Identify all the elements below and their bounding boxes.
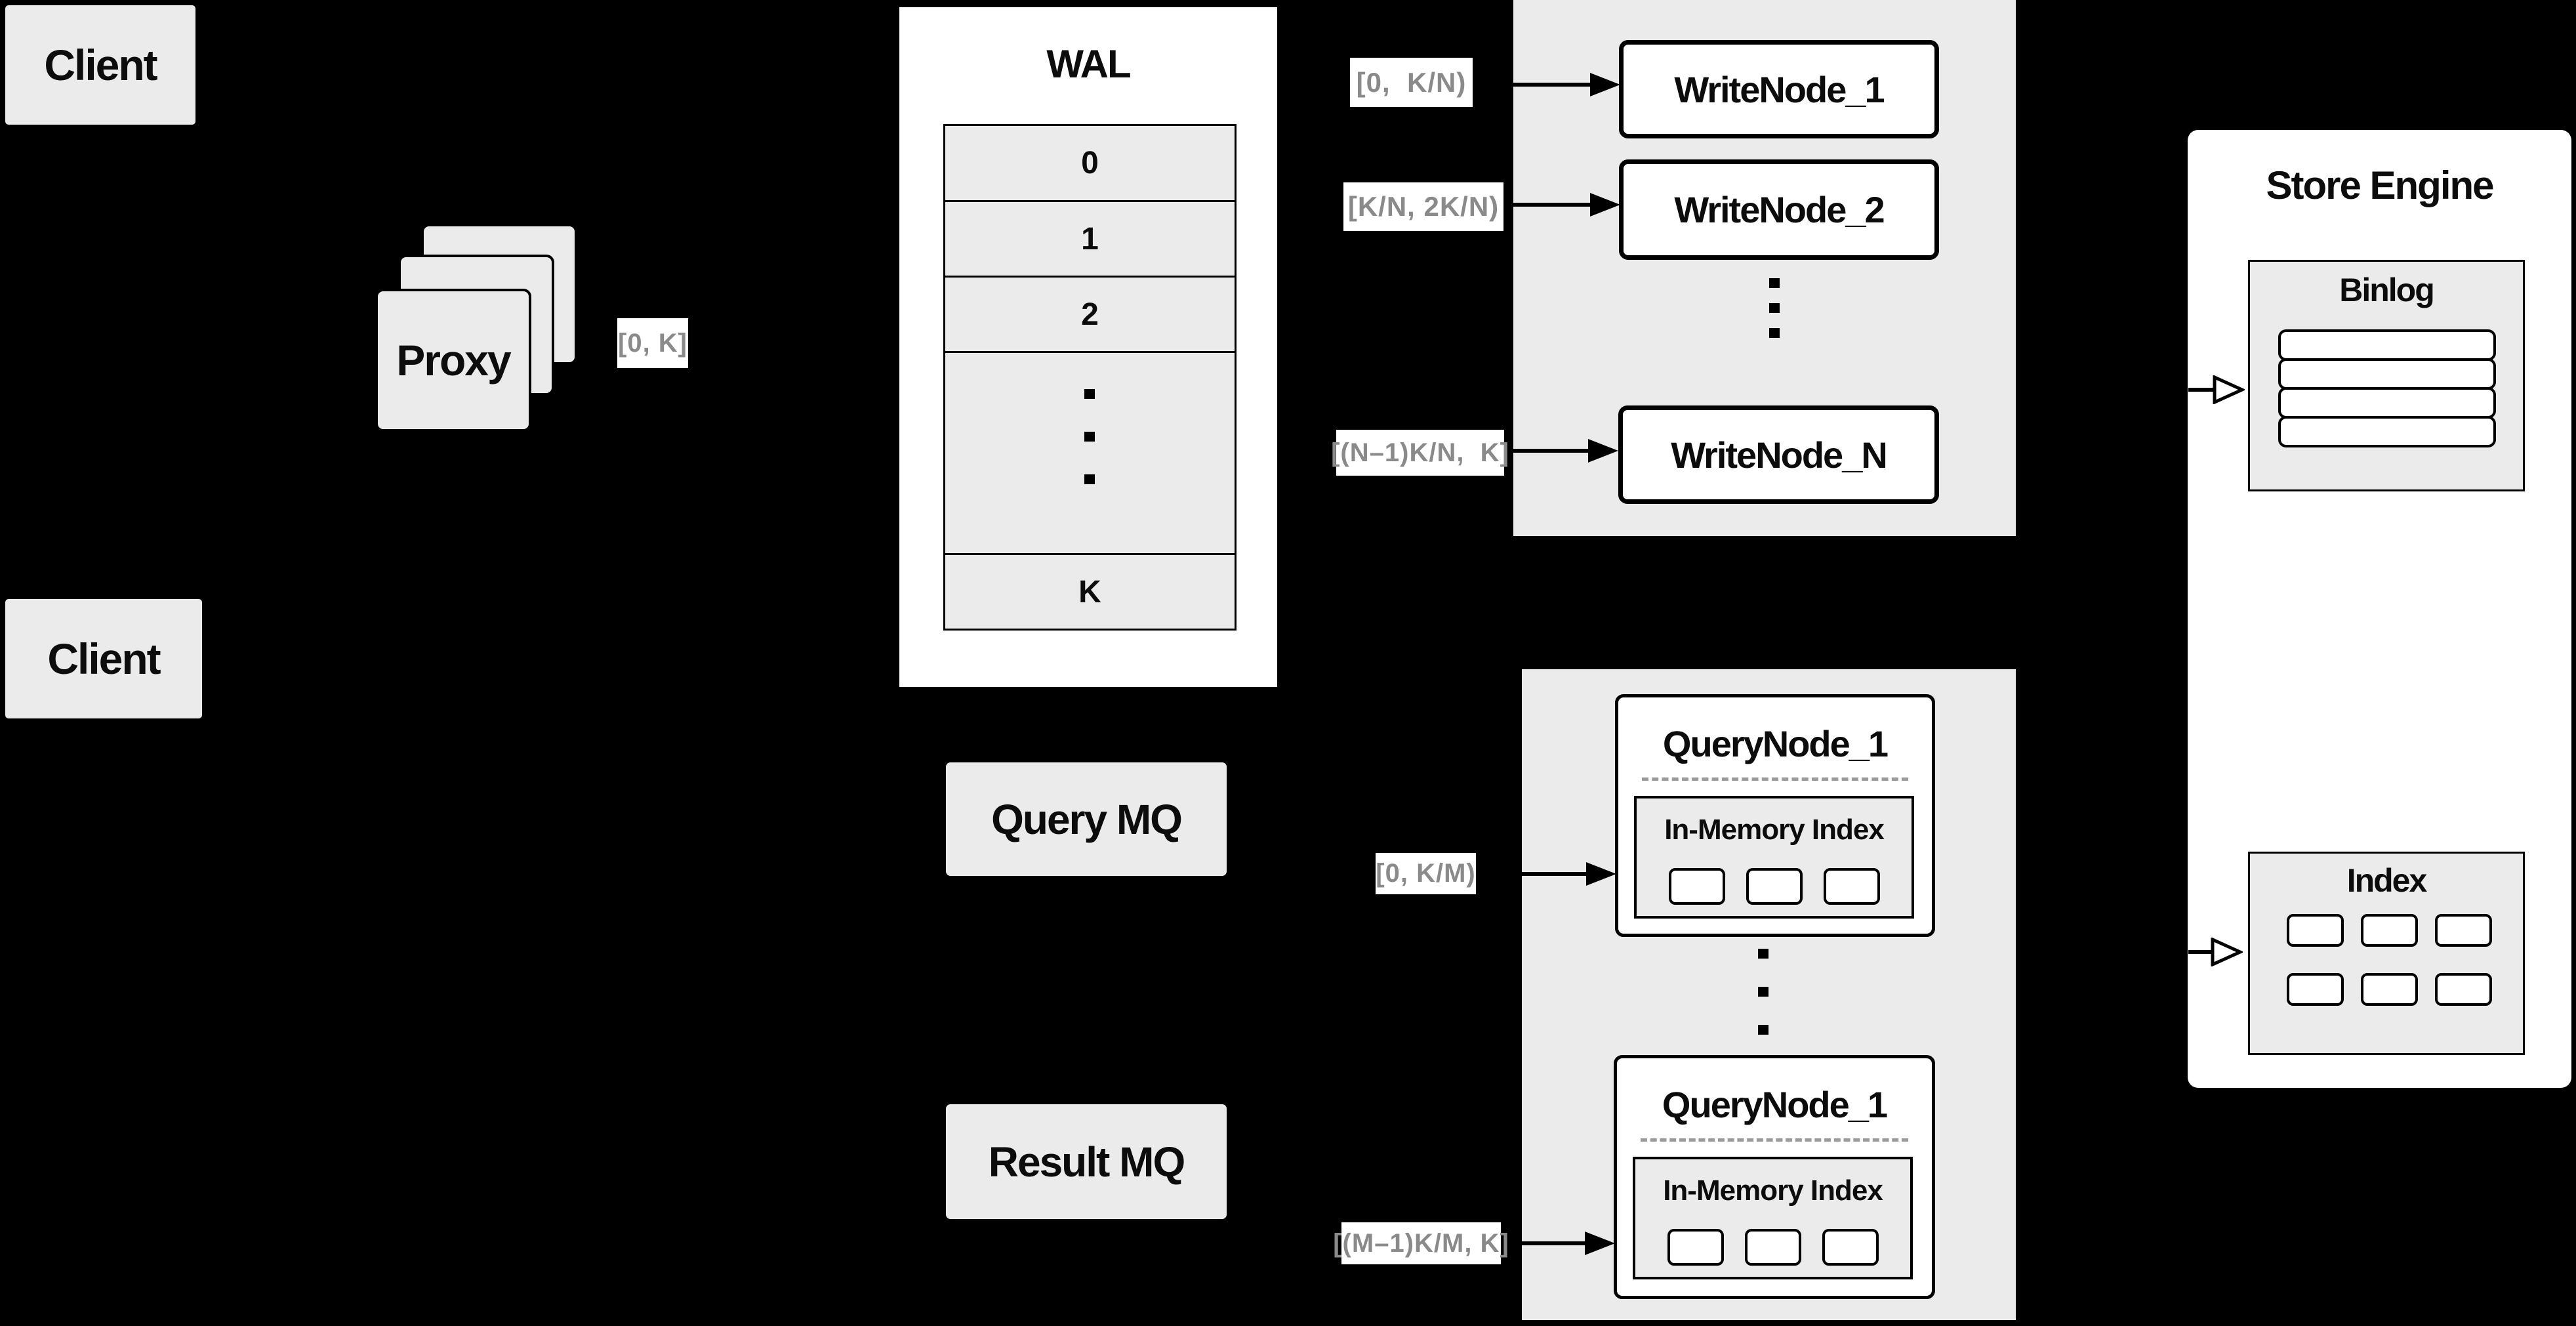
index-cell bbox=[2287, 914, 2344, 947]
index-box: Index bbox=[2248, 852, 2525, 1055]
wal-segment-1: 1 bbox=[945, 202, 1235, 278]
write-node-1-label: WriteNode_1 bbox=[1674, 68, 1885, 110]
wal-title: WAL bbox=[1046, 42, 1131, 86]
client-top-box: Client bbox=[5, 5, 195, 125]
range-label-writenode-1: [0, K/N) bbox=[1350, 58, 1473, 107]
memory-cell bbox=[1667, 1229, 1724, 1266]
query-mq-box: Query MQ bbox=[946, 762, 1227, 876]
wal-segment-0: 0 bbox=[945, 126, 1235, 202]
ellipsis-dot bbox=[1758, 949, 1768, 959]
range-label-querynode-2: [(M–1)K/M, K] bbox=[1333, 1222, 1509, 1264]
in-memory-index-box-2: In-Memory Index bbox=[1633, 1157, 1913, 1279]
ellipsis-dot bbox=[1758, 987, 1768, 997]
result-mq-box: Result MQ bbox=[946, 1104, 1227, 1219]
arrow-head-writenode-1 bbox=[1590, 73, 1620, 96]
memory-cell bbox=[1823, 868, 1880, 905]
in-memory-index-cells-1 bbox=[1637, 868, 1912, 905]
write-node-n-box: WriteNode_N bbox=[1618, 405, 1939, 504]
query-node-1-box: QueryNode_1 In-Memory Index bbox=[1615, 694, 1935, 937]
wal-segment-2: 2 bbox=[945, 278, 1235, 353]
query-node-1-title: QueryNode_1 bbox=[1662, 722, 1889, 764]
index-cell bbox=[2435, 973, 2492, 1006]
index-cell bbox=[2361, 973, 2418, 1006]
arrow-head-querynode-2 bbox=[1585, 1232, 1615, 1255]
ellipsis-dot bbox=[1758, 1025, 1768, 1035]
arrow-head-querynode-1 bbox=[1586, 862, 1616, 886]
ellipsis-dot bbox=[1084, 389, 1095, 399]
memory-cell bbox=[1822, 1229, 1879, 1266]
arrow-line-writenode-n bbox=[1513, 449, 1590, 453]
range-label-writenode-2: [K/N, 2K/N) bbox=[1343, 182, 1503, 231]
wal-box: WAL 0 1 2 K bbox=[897, 5, 1279, 689]
arrow-line-querynode-2 bbox=[1522, 1241, 1586, 1245]
memory-cell bbox=[1744, 1229, 1801, 1266]
proxy-label: Proxy bbox=[396, 336, 511, 384]
index-cell bbox=[2435, 914, 2492, 947]
client-top-label: Client bbox=[44, 41, 157, 89]
memory-cell bbox=[1746, 868, 1803, 905]
arrow-line-index bbox=[2188, 950, 2213, 954]
ellipsis-dot bbox=[1769, 328, 1780, 338]
arrow-line-writenode-2 bbox=[1513, 203, 1592, 207]
binlog-row bbox=[2278, 387, 2496, 419]
ellipsis-dot bbox=[1084, 432, 1095, 442]
result-mq-label: Result MQ bbox=[988, 1138, 1185, 1186]
binlog-row bbox=[2278, 416, 2496, 447]
ellipsis-dot bbox=[1769, 303, 1780, 313]
index-cell bbox=[2287, 973, 2344, 1006]
store-engine-title: Store Engine bbox=[2266, 163, 2494, 207]
index-cells bbox=[2287, 914, 2492, 1006]
in-memory-index-cells-2 bbox=[1635, 1229, 1910, 1266]
arrow-line-querynode-1 bbox=[1522, 872, 1587, 876]
in-memory-index-title-2: In-Memory Index bbox=[1663, 1174, 1883, 1207]
dashed-divider bbox=[1641, 1138, 1908, 1142]
memory-cell bbox=[1668, 868, 1725, 905]
query-node-2-box: QueryNode_1 In-Memory Index bbox=[1614, 1055, 1935, 1299]
write-node-n-label: WriteNode_N bbox=[1671, 434, 1888, 476]
ellipsis-dot bbox=[1084, 474, 1095, 484]
write-node-2-label: WriteNode_2 bbox=[1674, 189, 1885, 230]
index-title: Index bbox=[2346, 862, 2428, 899]
range-label-querynode-1: [0, K/M) bbox=[1376, 853, 1476, 894]
proxy-card-front: Proxy bbox=[375, 289, 531, 432]
range-label-proxy-to-wal: [0, K] bbox=[617, 318, 688, 368]
arrow-head-binlog bbox=[2213, 375, 2245, 404]
ellipsis-dot bbox=[1769, 278, 1780, 288]
client-bottom-box: Client bbox=[5, 599, 202, 718]
in-memory-index-title-1: In-Memory Index bbox=[1664, 814, 1885, 846]
binlog-box: Binlog bbox=[2248, 260, 2525, 491]
wal-segment-table: 0 1 2 K bbox=[943, 124, 1237, 631]
binlog-title: Binlog bbox=[2339, 272, 2435, 308]
in-memory-index-box-1: In-Memory Index bbox=[1634, 796, 1914, 919]
arrow-head-writenode-2 bbox=[1590, 193, 1620, 217]
arrow-line-binlog bbox=[2188, 388, 2215, 392]
index-cell bbox=[2361, 914, 2418, 947]
write-node-2-box: WriteNode_2 bbox=[1619, 159, 1939, 260]
dashed-divider bbox=[1642, 777, 1908, 781]
wal-ellipsis-row bbox=[945, 353, 1235, 555]
arrow-line-writenode-1 bbox=[1513, 83, 1592, 87]
query-node-2-title: QueryNode_1 bbox=[1662, 1083, 1888, 1125]
arrow-head-writenode-n bbox=[1588, 439, 1618, 463]
client-bottom-label: Client bbox=[47, 634, 161, 683]
wal-segment-k: K bbox=[945, 555, 1235, 629]
binlog-row bbox=[2278, 329, 2496, 361]
arrow-head-index bbox=[2211, 938, 2243, 966]
write-node-1-box: WriteNode_1 bbox=[1619, 40, 1939, 138]
query-mq-label: Query MQ bbox=[991, 795, 1183, 843]
binlog-row bbox=[2278, 358, 2496, 390]
range-label-writenode-n: [(N–1)K/N, K] bbox=[1331, 430, 1509, 476]
binlog-rows bbox=[2278, 329, 2496, 447]
